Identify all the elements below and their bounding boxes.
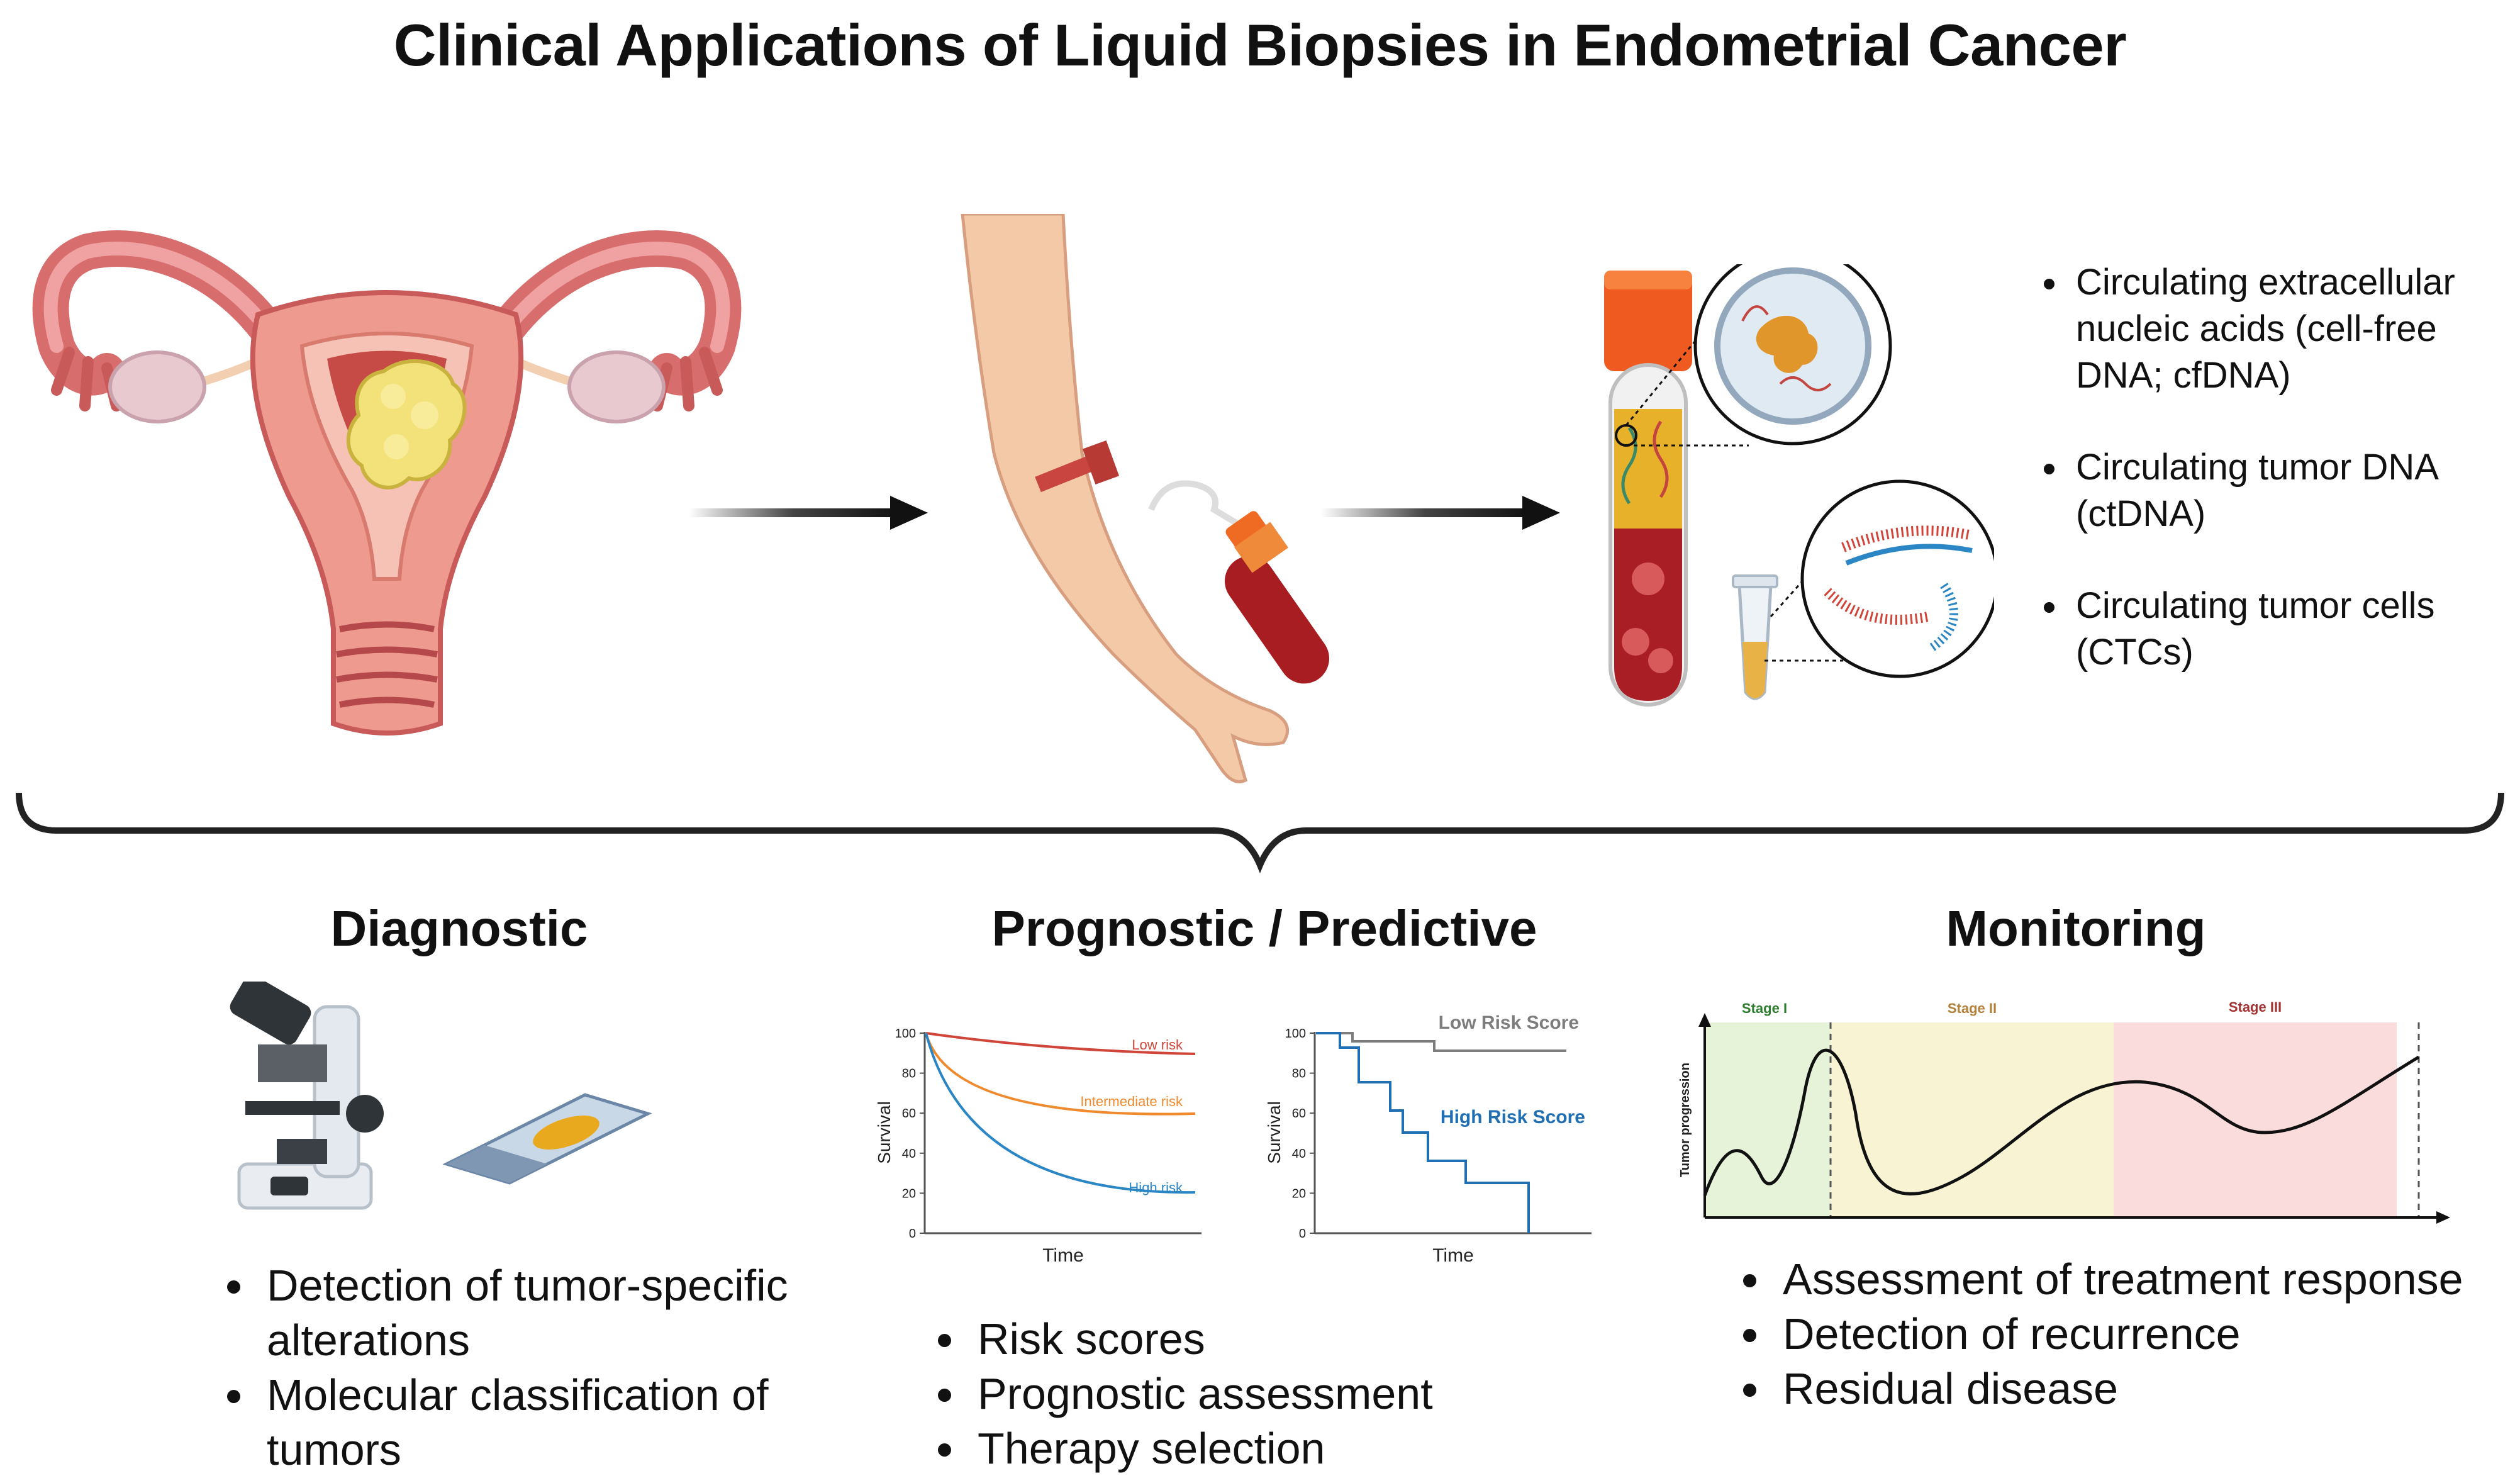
uterus-illustration	[32, 230, 742, 736]
list-item: Prognostic assessment	[969, 1367, 1604, 1421]
progression-curve	[1703, 1048, 2420, 1196]
y-tick-label: 60	[1292, 1107, 1306, 1121]
arm-blood-draw-illustration	[961, 214, 1330, 783]
list-item: Residual disease	[1774, 1362, 2472, 1416]
microscope-icon	[230, 982, 384, 1210]
prognostic-bullets: Risk scores Prognostic assessment Therap…	[912, 1312, 1604, 1476]
y-tick-label: 40	[1292, 1147, 1306, 1161]
series-label-low-risk: Low risk	[1132, 1037, 1183, 1053]
series-label-low-risk-score: Low Risk Score	[1439, 1012, 1579, 1033]
analyte-item: Circulating tumor DNA (ctDNA)	[2070, 444, 2504, 537]
series-line-high-risk-score	[1316, 1032, 1530, 1233]
series-line-high-risk	[925, 1033, 1196, 1194]
survival-chart-risk-groups: 100 80 60 40 20 0 Survival Time Low risk Inte…	[874, 1027, 1201, 1266]
list-item: Detection of recurrence	[1774, 1307, 2472, 1362]
list-item: Therapy selection	[969, 1421, 1604, 1476]
stage-region-i	[1705, 1022, 1831, 1217]
series-line-intermediate-risk	[925, 1033, 1196, 1116]
y-axis-label: Survival	[874, 1101, 894, 1164]
stage-region-ii	[1831, 1022, 2114, 1217]
list-item: Detection of tumor-specific alterations	[258, 1258, 799, 1368]
list-item: Assessment of treatment response	[1774, 1252, 2472, 1307]
slide-icon	[442, 1093, 652, 1185]
y-tick-label: 80	[1292, 1067, 1306, 1081]
tumor-progression-chart: Stage I Stage II Stage III Tumor progres…	[1678, 999, 2450, 1224]
section-title-monitoring: Monitoring	[1946, 900, 2206, 956]
y-tick-label: 20	[1292, 1187, 1306, 1200]
x-axis-label: Time	[1042, 1245, 1084, 1266]
series-line-low-risk-score	[1316, 1032, 1566, 1052]
analytes-list: Circulating extracellular nucleic acids …	[2026, 259, 2504, 721]
stage-label-i: Stage I	[1742, 1000, 1787, 1016]
series-label-intermediate-risk: Intermediate risk	[1080, 1094, 1183, 1109]
arrow-icon	[689, 496, 928, 530]
y-tick-label: 0	[909, 1227, 916, 1241]
series-label-high-risk: High risk	[1129, 1180, 1183, 1195]
y-tick-label: 40	[902, 1147, 916, 1161]
y-tick-label: 20	[902, 1187, 916, 1200]
page-title: Clinical Applications of Liquid Biopsies…	[393, 12, 2127, 78]
y-tick-label: 100	[895, 1027, 916, 1041]
y-tick-label: 80	[902, 1067, 916, 1081]
diagnostic-bullets: Detection of tumor-specific alterations …	[201, 1258, 799, 1477]
list-item: Risk scores	[969, 1312, 1604, 1367]
stage-label-iii: Stage III	[2229, 999, 2282, 1015]
y-tick-label: 60	[902, 1107, 916, 1121]
section-title-prognostic: Prognostic / Predictive	[991, 900, 1537, 956]
series-line-low-risk	[925, 1032, 1196, 1055]
section-title-diagnostic: Diagnostic	[330, 900, 588, 956]
survival-chart-risk-score: 100 80 60 40 20 0 Survival Time Low Risk Scor…	[1264, 1012, 1592, 1266]
series-label-high-risk-score: High Risk Score	[1441, 1107, 1585, 1128]
tumor-mass	[346, 359, 467, 490]
stage-label-ii: Stage II	[1948, 1000, 1997, 1016]
list-item: Molecular classification of tumors	[258, 1368, 799, 1477]
y-tick-label: 0	[1299, 1227, 1306, 1241]
grouping-brace	[16, 792, 2504, 873]
analyte-item: Circulating tumor cells (CTCs)	[2070, 583, 2504, 676]
x-axis-label: Time	[1432, 1245, 1474, 1266]
monitoring-bullets: Assessment of treatment response Detecti…	[1717, 1252, 2472, 1416]
stage-region-iii	[2114, 1022, 2397, 1217]
y-axis-label: Tumor progression	[1678, 1063, 1692, 1177]
arrow-icon	[1321, 496, 1560, 530]
analyte-item: Circulating extracellular nucleic acids …	[2070, 259, 2504, 399]
blood-tube-illustration	[1604, 264, 1994, 707]
y-axis-label: Survival	[1264, 1101, 1284, 1164]
y-tick-label: 100	[1285, 1027, 1306, 1041]
